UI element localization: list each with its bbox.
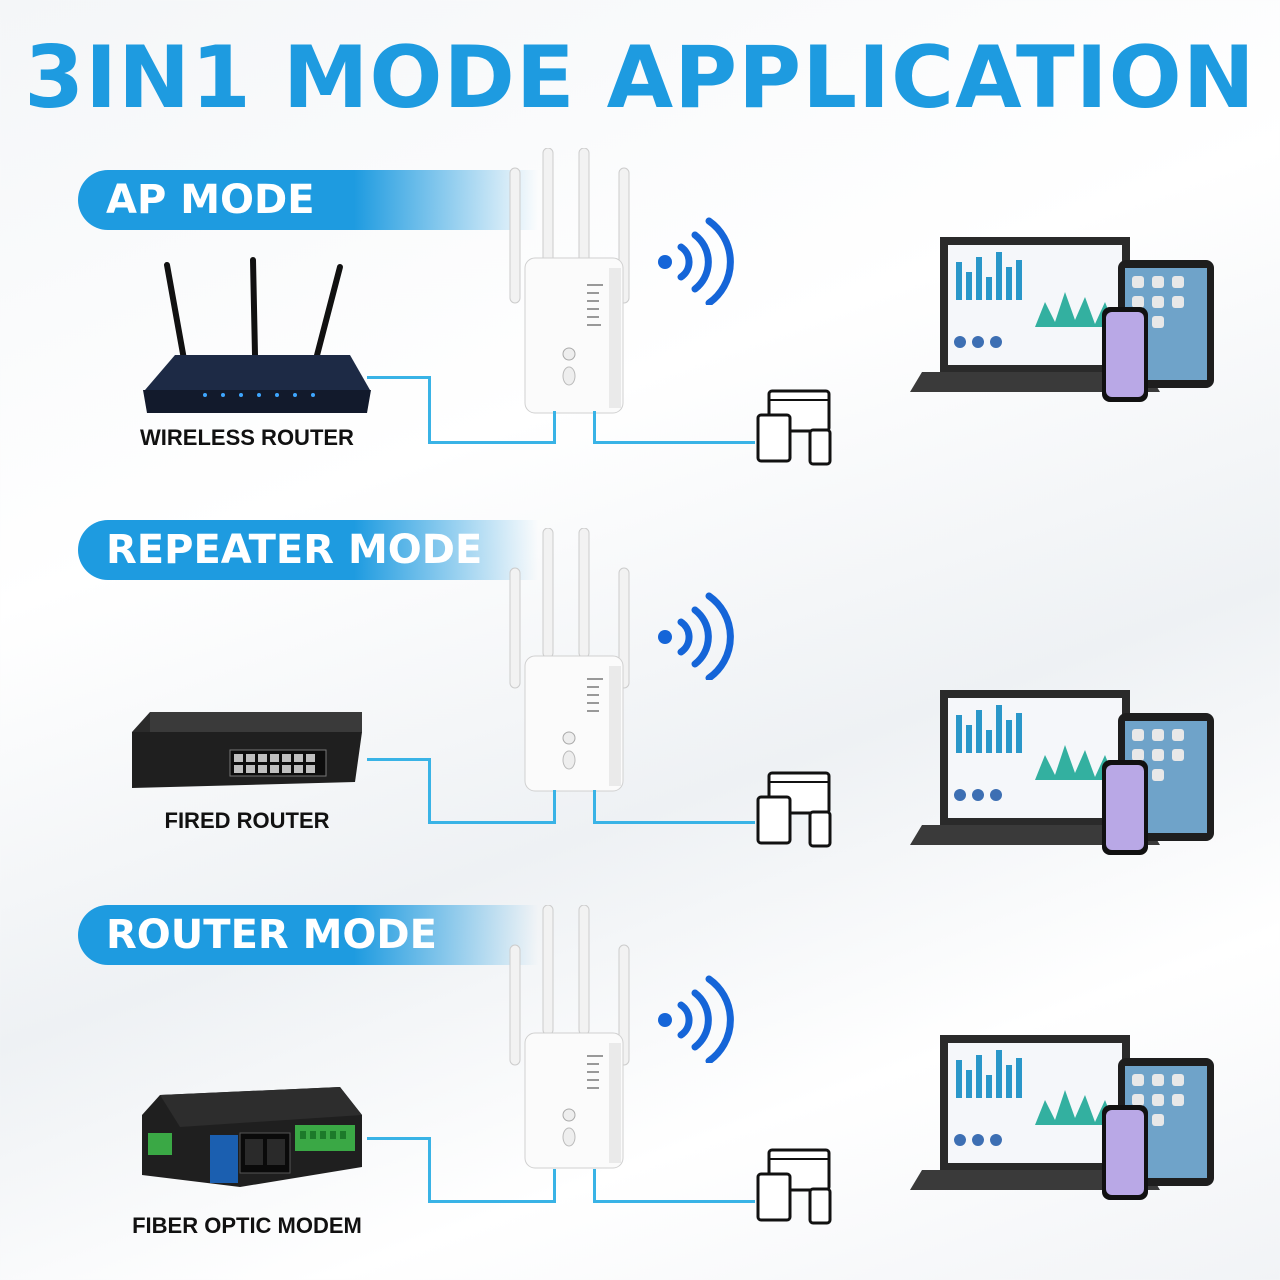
connection-line xyxy=(367,1137,431,1203)
devices-icon xyxy=(756,771,832,848)
laptop-tablet-phone-image xyxy=(910,1035,1214,1200)
connection-line xyxy=(431,411,556,444)
page-title: 3IN1 MODE APPLICATION xyxy=(24,28,1256,128)
connection-line xyxy=(593,790,755,824)
repeater-device-image xyxy=(509,905,630,1169)
connection-line xyxy=(593,1169,755,1203)
wifi-signal-icon xyxy=(658,975,734,1063)
connection-line xyxy=(367,758,431,824)
laptop-tablet-phone-image xyxy=(910,237,1214,402)
connection-line xyxy=(593,411,755,444)
devices-icon xyxy=(756,1148,832,1225)
wireless-router-image xyxy=(143,257,371,413)
source-device-label: WIRELESS ROUTER xyxy=(140,425,354,450)
devices-icon xyxy=(756,389,832,466)
mode-section-ap: AP MODE WIRELESS ROUTER xyxy=(0,148,1280,550)
laptop-tablet-phone-image xyxy=(910,690,1214,855)
source-device-label: FIBER OPTIC MODEM xyxy=(132,1213,362,1238)
wifi-signal-icon xyxy=(658,592,734,680)
mode-label: ROUTER MODE xyxy=(78,905,538,965)
wifi-signal-icon xyxy=(658,217,734,305)
connection-line xyxy=(431,1169,556,1203)
repeater-device-image xyxy=(509,528,630,792)
fired-router-image xyxy=(132,712,362,788)
mode-section-router: ROUTER MODE FIBER OPTIC MODEM xyxy=(0,905,1280,1280)
source-device-label: FIRED ROUTER xyxy=(164,808,330,833)
mode-label: AP MODE xyxy=(78,170,538,230)
connection-line xyxy=(367,376,431,444)
connection-line xyxy=(431,790,556,824)
mode-label: REPEATER MODE xyxy=(78,520,538,580)
mode-section-repeater: REPEATER MODE FIRED ROUTER xyxy=(0,520,1280,900)
repeater-device-image xyxy=(509,148,630,414)
fiber-optic-modem-image xyxy=(142,1087,362,1187)
